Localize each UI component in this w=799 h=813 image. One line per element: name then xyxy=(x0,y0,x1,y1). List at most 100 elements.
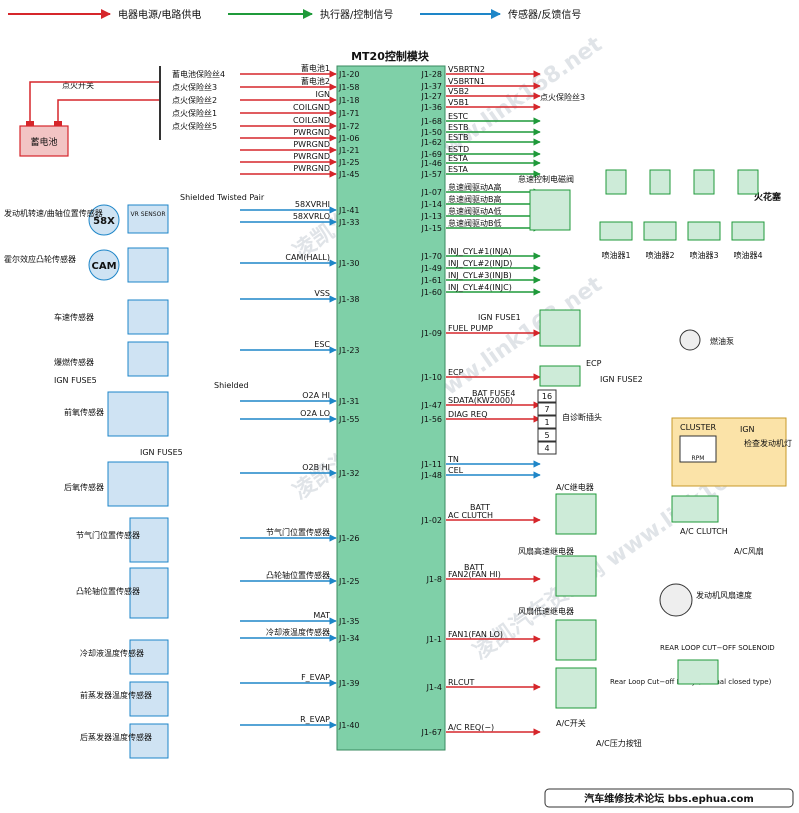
right-signal-8: ESTA xyxy=(448,154,468,163)
left-pin-1: J1-58 xyxy=(338,83,360,92)
right-pin-5: J1-50 xyxy=(420,128,442,137)
svg-text:凸轮轴位置传感器: 凸轮轴位置传感器 xyxy=(76,586,140,596)
left-signal-7: PWRGND xyxy=(293,152,330,161)
right-pin-3: J1-36 xyxy=(420,103,442,112)
right-pin-0: J1-28 xyxy=(420,70,442,79)
right-signal-21: DIAG REQ xyxy=(448,410,488,419)
svg-text:BATT: BATT xyxy=(470,503,490,512)
svg-text:5: 5 xyxy=(544,431,549,440)
left-pin-20: J1-34 xyxy=(338,634,360,643)
crank-sensor: 58X VR SENSOR 发动机转速/曲轴位置传感器 Shielded Twi… xyxy=(4,193,265,236)
left-fuse-2: 点火保险丝2 xyxy=(172,95,217,105)
svg-text:风扇高速继电器: 风扇高速继电器 xyxy=(518,546,574,556)
right-signal-14: INJ_CYL#1(INJA) xyxy=(448,247,512,256)
left-pin-18: J1-25 xyxy=(338,577,360,586)
fan-hi-relay: 风扇高速继电器 BATT 发动机风扇速度 xyxy=(464,546,752,617)
right-pin-2: J1-27 xyxy=(420,92,442,101)
injector-1 xyxy=(599,221,633,241)
svg-text:7: 7 xyxy=(544,405,549,414)
spark-coil-4 xyxy=(737,169,759,195)
left-pin-list: J1-20蓄电池1蓄电池保险丝4J1-58蓄电池2点火保险丝3J1-18IGN点… xyxy=(172,63,360,730)
cluster: CLUSTER IGN 检查发动机灯 RPM xyxy=(671,417,792,487)
left-signal-8: PWRGND xyxy=(293,164,330,173)
cmp-sensor: 凸轮轴位置传感器 xyxy=(76,567,169,619)
left-pin-8: J1-45 xyxy=(338,170,360,179)
right-signal-18: FUEL PUMP xyxy=(448,324,493,333)
cam-sensor-label: 霍尔效应凸轮传感器 xyxy=(4,254,76,264)
right-pin-15: J1-49 xyxy=(420,264,442,273)
fuel-pump-relay: IGN FUSE1 燃油泵 xyxy=(478,309,734,351)
right-pin-8: J1-46 xyxy=(420,159,442,168)
left-pin-21: J1-39 xyxy=(338,679,360,688)
right-pin-12: J1-13 xyxy=(420,212,442,221)
right-pin-7: J1-69 xyxy=(420,150,442,159)
left-signal-12: VSS xyxy=(314,289,330,298)
rear-o2-sensor: 后氧传感器 IGN FUSE5 xyxy=(64,448,183,507)
left-pin-12: J1-38 xyxy=(338,295,360,304)
right-signal-20: SDATA(KW2000) xyxy=(448,396,513,405)
left-signal-9: 58XVRHI xyxy=(295,200,330,209)
rear-evap-sensor: 后蒸发器温度传感器 xyxy=(80,723,169,759)
svg-text:冷却液温度传感器: 冷却液温度传感器 xyxy=(80,648,144,658)
left-pin-9: J1-41 xyxy=(338,206,360,215)
svg-text:汽车维修技术论坛 bbs.ephua.com: 汽车维修技术论坛 bbs.ephua.com xyxy=(584,792,754,805)
tps-sensor: 节气门位置传感器 xyxy=(76,517,169,563)
svg-text:BAT FUSE4: BAT FUSE4 xyxy=(472,389,515,398)
svg-text:IGN: IGN xyxy=(740,425,755,434)
right-signal-16: INJ_CYL#3(INJB) xyxy=(448,271,512,280)
right-signal-7: ESTD xyxy=(448,145,469,154)
svg-text:A/C风扇: A/C风扇 xyxy=(734,546,764,556)
left-signal-13: ESC xyxy=(314,340,330,349)
svg-text:自诊断插头: 自诊断插头 xyxy=(562,412,602,422)
injector-2 xyxy=(643,221,677,241)
left-signal-6: PWRGND xyxy=(293,140,330,149)
diag-pin-1 xyxy=(537,415,557,429)
ac-relay: A/C继电器 BATT A/C CLUTCH A/C风扇 xyxy=(470,482,764,556)
right-signal-25: FAN2(FAN HI) xyxy=(448,570,501,579)
svg-text:CLUSTER: CLUSTER xyxy=(680,423,717,432)
right-pin-20: J1-47 xyxy=(420,401,442,410)
cam-sensor: CAM 霍尔效应凸轮传感器 xyxy=(4,247,169,283)
left-signal-21: F_EVAP xyxy=(301,673,330,682)
left-signal-14: O2A HI xyxy=(302,391,330,400)
left-pin-6: J1-21 xyxy=(338,146,360,155)
battery-section: 蓄电池 点火开关 xyxy=(19,66,161,157)
right-signal-0: V5BRTN2 xyxy=(448,65,485,74)
svg-text:4: 4 xyxy=(544,444,549,453)
crank-sensor-label: 发动机转速/曲轴位置传感器 xyxy=(4,208,103,218)
svg-text:怠速控制电磁阀: 怠速控制电磁阀 xyxy=(518,174,574,184)
front-evap-sensor: 前蒸发器温度传感器 xyxy=(80,681,169,717)
svg-text:IGN FUSE2: IGN FUSE2 xyxy=(600,375,643,384)
left-fuse-4: 点火保险丝5 xyxy=(172,121,217,131)
right-signal-27: RLCUT xyxy=(448,678,474,687)
right-pin-list: J1-28V5BRTN2J1-37V5BRTN1J1-27V5B2J1-36V5… xyxy=(420,65,541,737)
right-signal-9: ESTA xyxy=(448,165,468,174)
left-signal-20: 冷却液温度传感器 xyxy=(266,627,330,637)
svg-text:16: 16 xyxy=(542,392,552,401)
svg-text:A/C压力按钮: A/C压力按钮 xyxy=(596,738,642,748)
legend-sensor: 传感器/反馈信号 xyxy=(508,8,581,21)
right-pin-16: J1-61 xyxy=(420,276,442,285)
left-pin-2: J1-18 xyxy=(338,96,360,105)
svg-text:风扇低速继电器: 风扇低速继电器 xyxy=(518,606,574,616)
right-signal-23: CEL xyxy=(448,466,464,475)
right-pin-14: J1-70 xyxy=(420,252,442,261)
right-signal-3: V5B1 xyxy=(448,98,469,107)
diag-pin-7 xyxy=(537,402,557,416)
front-o2-sensor: 前氧传感器 IGN FUSE5 xyxy=(54,376,169,437)
svg-text:检查发动机灯: 检查发动机灯 xyxy=(744,438,792,448)
right-pin-6: J1-62 xyxy=(420,138,442,147)
left-signal-19: MAT xyxy=(313,611,330,620)
left-signal-18: 凸轮轴位置传感器 xyxy=(266,570,330,580)
left-pin-15: J1-55 xyxy=(338,415,360,424)
right-signal-13: 怠速阀驱动B低 xyxy=(448,218,502,228)
right-signal-1: V5BRTN1 xyxy=(448,77,485,86)
svg-text:58X: 58X xyxy=(93,216,115,227)
speed-sensor: 车速传感器 xyxy=(54,299,169,335)
diag-pin-16 xyxy=(537,389,557,403)
ac-switch: A/C开关 A/C压力按钮 xyxy=(556,718,642,748)
left-pin-3: J1-71 xyxy=(338,109,360,118)
shielded-twisted-label: Shielded Twisted Pair xyxy=(180,193,265,202)
